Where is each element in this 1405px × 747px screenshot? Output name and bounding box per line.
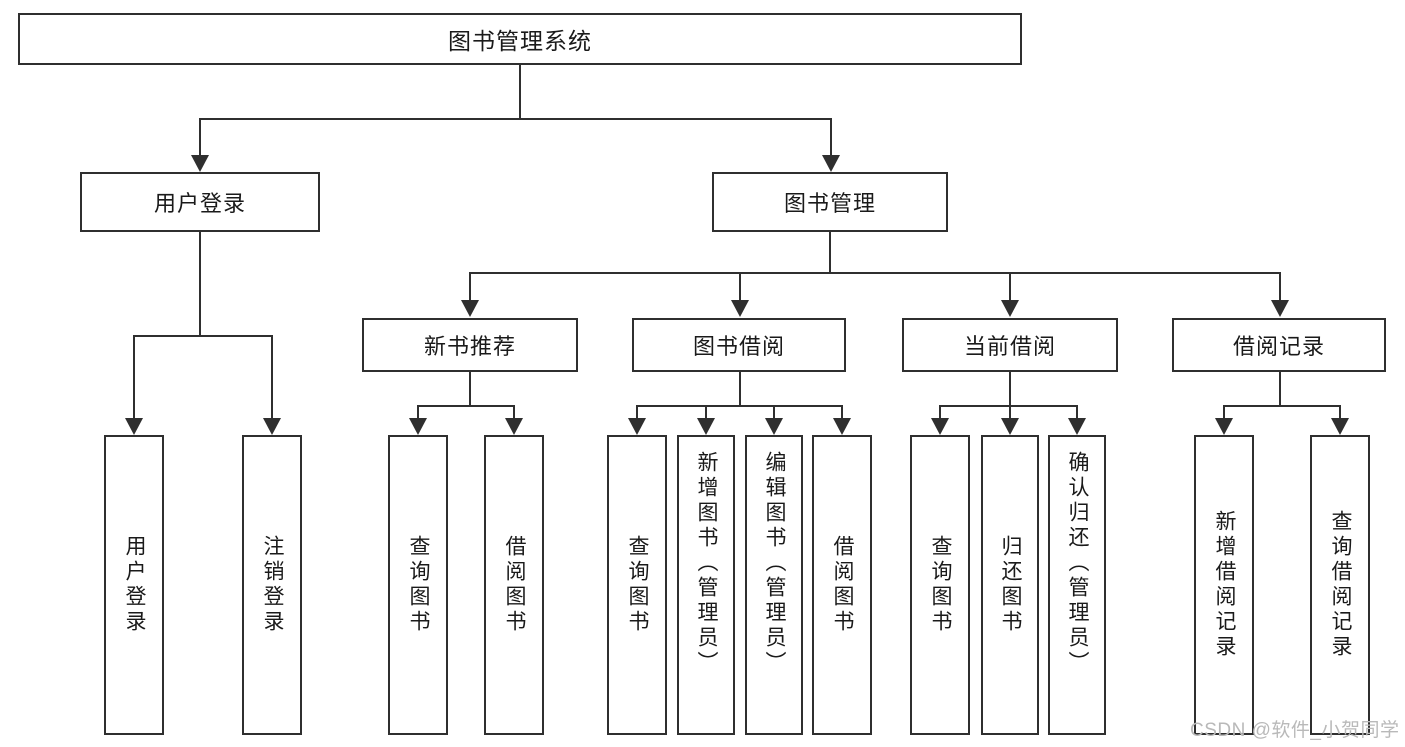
arrowhead-leaf-query-book-1	[409, 418, 427, 435]
connector-currentborrow-l2	[1009, 405, 1011, 418]
connector-to-new-book	[469, 272, 471, 300]
node-book-management[interactable]: 图书管理	[712, 172, 948, 232]
node-label: 编辑图书（管理员）	[763, 451, 787, 676]
connector-borrowrecord-l2	[1339, 405, 1341, 418]
leaf-query-borrow-record[interactable]: 查询借阅记录	[1310, 435, 1370, 735]
connector-bookborrow-l2	[705, 405, 707, 418]
node-label: 新增借阅记录	[1213, 510, 1237, 660]
arrowhead-leaf-return-book	[1001, 418, 1019, 435]
node-label: 借阅图书	[831, 535, 855, 635]
connector-newbook-l1	[417, 405, 419, 418]
arrowhead-leaf-edit-book	[765, 418, 783, 435]
node-label: 注销登录	[261, 535, 285, 635]
node-label: 查询图书	[407, 535, 431, 635]
connector-bookborrow-bar	[636, 405, 842, 407]
connector-bookborrow-l1	[636, 405, 638, 418]
arrowhead-to-book-borrow	[731, 300, 749, 317]
node-label: 新书推荐	[423, 334, 516, 359]
leaf-user-login[interactable]: 用户登录	[104, 435, 164, 735]
node-label: 新增图书（管理员）	[695, 451, 719, 676]
connector-borrowrecord-bar	[1223, 405, 1340, 407]
node-label: 归还图书	[999, 535, 1023, 635]
node-label: 图书管理	[783, 191, 876, 216]
arrowhead-leaf-query-book-3	[931, 418, 949, 435]
connector-to-current-borrow	[1009, 272, 1011, 300]
connector-newbook-bar	[417, 405, 514, 407]
arrowhead-leaf-add-record	[1215, 418, 1233, 435]
node-label: 图书管理系统	[448, 28, 592, 54]
node-label: 用户登录	[123, 535, 147, 635]
node-label: 借阅图书	[503, 535, 527, 635]
connector-newbook-l2	[513, 405, 515, 418]
connector-root-to-bookmgmt	[830, 118, 832, 155]
node-label: 图书借阅	[692, 334, 785, 359]
csdn-watermark: CSDN @软件_小贺同学	[1190, 720, 1400, 741]
arrowhead-leaf-confirm-return	[1068, 418, 1086, 435]
leaf-logout[interactable]: 注销登录	[242, 435, 302, 735]
connector-bookmgmt-bar	[469, 272, 1279, 274]
connector-borrowrecord-stem	[1279, 372, 1281, 405]
leaf-borrow-book-newbook[interactable]: 借阅图书	[484, 435, 544, 735]
arrowhead-leaf-query-book-2	[628, 418, 646, 435]
connector-root-to-login	[199, 118, 201, 155]
arrowhead-to-user-login	[191, 155, 209, 172]
leaf-edit-book-admin[interactable]: 编辑图书（管理员）	[745, 435, 803, 735]
connector-currentborrow-l1	[939, 405, 941, 418]
connector-bookborrow-stem	[739, 372, 741, 405]
arrowhead-leaf-borrow-book-1	[505, 418, 523, 435]
connector-currentborrow-bar	[939, 405, 1076, 407]
leaf-add-book-admin[interactable]: 新增图书（管理员）	[677, 435, 735, 735]
connector-borrowrecord-l1	[1223, 405, 1225, 418]
arrowhead-to-current-borrow	[1001, 300, 1019, 317]
connector-userlogin-stem	[199, 232, 201, 335]
node-current-borrow[interactable]: 当前借阅	[902, 318, 1118, 372]
node-label: 当前借阅	[963, 334, 1056, 359]
connector-currentborrow-stem	[1009, 372, 1011, 405]
connector-root-stem	[519, 65, 521, 118]
leaf-query-book-borrow[interactable]: 查询图书	[607, 435, 667, 735]
node-label: 查询借阅记录	[1329, 510, 1353, 660]
connector-root-bar	[199, 118, 831, 120]
node-new-book-recommend[interactable]: 新书推荐	[362, 318, 578, 372]
node-borrow-record[interactable]: 借阅记录	[1172, 318, 1386, 372]
connector-bookmgmt-stem	[829, 232, 831, 272]
node-book-borrow[interactable]: 图书借阅	[632, 318, 846, 372]
connector-to-borrow-record	[1279, 272, 1281, 300]
connector-userlogin-bar	[133, 335, 271, 337]
node-label: 用户登录	[153, 191, 246, 216]
leaf-add-borrow-record[interactable]: 新增借阅记录	[1194, 435, 1254, 735]
arrowhead-leaf-add-book	[697, 418, 715, 435]
connector-newbook-stem	[469, 372, 471, 405]
node-label: 确认归还（管理员）	[1066, 451, 1090, 676]
connector-to-book-borrow	[739, 272, 741, 300]
node-label: 借阅记录	[1232, 334, 1325, 359]
connector-userlogin-right	[271, 335, 273, 418]
leaf-borrow-book[interactable]: 借阅图书	[812, 435, 872, 735]
leaf-return-book[interactable]: 归还图书	[981, 435, 1039, 735]
node-label: 查询图书	[929, 535, 953, 635]
node-label: 查询图书	[626, 535, 650, 635]
arrowhead-to-new-book-recommend	[461, 300, 479, 317]
arrowhead-leaf-query-record	[1331, 418, 1349, 435]
node-root-system[interactable]: 图书管理系统	[18, 13, 1022, 65]
leaf-confirm-return-admin[interactable]: 确认归还（管理员）	[1048, 435, 1106, 735]
connector-bookborrow-l4	[841, 405, 843, 418]
arrowhead-leaf-borrow-book-2	[833, 418, 851, 435]
connector-currentborrow-l3	[1076, 405, 1078, 418]
connector-userlogin-left	[133, 335, 135, 418]
arrowhead-to-book-management	[822, 155, 840, 172]
arrowhead-leaf-user-login	[125, 418, 143, 435]
leaf-query-book-current[interactable]: 查询图书	[910, 435, 970, 735]
arrowhead-to-borrow-record	[1271, 300, 1289, 317]
node-user-login[interactable]: 用户登录	[80, 172, 320, 232]
leaf-query-book-newbook[interactable]: 查询图书	[388, 435, 448, 735]
connector-bookborrow-l3	[773, 405, 775, 418]
arrowhead-leaf-logout	[263, 418, 281, 435]
